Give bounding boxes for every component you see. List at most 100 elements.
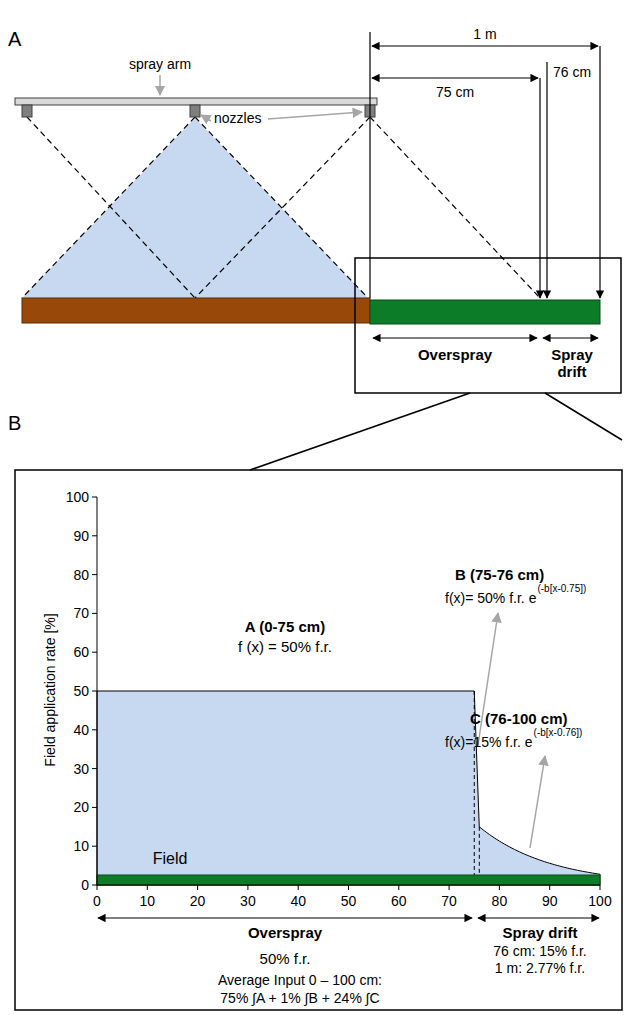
axis-tick: 100	[66, 489, 89, 505]
dimension-lines	[370, 32, 600, 338]
tick-mark	[298, 885, 299, 890]
tick-mark	[398, 885, 399, 890]
axis-tick: 50	[341, 893, 357, 909]
drawing-part	[599, 46, 600, 298]
tick-mark	[600, 885, 601, 890]
application-area	[97, 691, 600, 885]
axis-tick: 0	[81, 877, 89, 893]
zoom-frame	[355, 258, 621, 393]
drawing-part	[539, 78, 540, 298]
field-strip	[97, 875, 600, 885]
axis-tick: 90	[542, 893, 558, 909]
drawing-part	[370, 117, 540, 298]
tick-mark	[92, 535, 97, 536]
axis-tick: 30	[240, 893, 256, 909]
dimension-label: 76 cm	[553, 64, 591, 80]
axis-tick: 80	[492, 893, 508, 909]
axis-tick: 70	[73, 605, 89, 621]
axis-tick: 10	[73, 838, 89, 854]
axis-tick: 20	[73, 799, 89, 815]
region-label: C (76-100 cm)	[470, 710, 568, 727]
axes	[92, 497, 600, 890]
axis-tick: 80	[73, 567, 89, 583]
nozzle	[190, 105, 200, 117]
region-label: A (0-75 cm)	[245, 618, 325, 635]
drawing-part	[543, 337, 598, 338]
dimension-label: 1 m	[473, 26, 496, 42]
axis-tick: 40	[290, 893, 306, 909]
note: 76 cm: 15% f.r.	[493, 943, 586, 959]
zoom-lines	[250, 393, 622, 470]
tick-mark	[92, 846, 97, 847]
tick-mark	[92, 613, 97, 614]
formula-exponent: (-b[x-0.76])	[534, 727, 583, 739]
tick-mark	[92, 497, 97, 498]
drawing-part	[546, 62, 547, 298]
region-label: Spray drift	[546, 346, 598, 381]
drawing-part	[201, 115, 211, 121]
field-margin	[370, 300, 600, 324]
tick-mark	[92, 729, 97, 730]
drawing-part	[372, 77, 538, 78]
application-area-shape	[97, 691, 600, 885]
axis-tick: 0	[93, 893, 101, 909]
tick-mark	[97, 885, 98, 890]
drawing-part	[530, 756, 545, 848]
formula-exponent: (-b[x-0.75])	[537, 583, 586, 595]
drawing-part	[373, 337, 537, 338]
formula: f(x)= 50% f.r. e	[445, 590, 536, 606]
panel-letter: B	[8, 412, 21, 435]
formula: f (x) = 50% f.r.	[238, 638, 332, 655]
drawing-part	[159, 75, 161, 95]
tick-mark	[92, 691, 97, 692]
axis-tick: 20	[190, 893, 206, 909]
drawing-part	[22, 117, 195, 298]
tick-mark	[92, 574, 97, 575]
axis-tick: 10	[140, 893, 156, 909]
field-soil	[22, 298, 370, 323]
range-arrows	[98, 917, 599, 918]
dimension-label: 75 cm	[436, 84, 474, 100]
part-label: spray arm	[129, 56, 191, 72]
tick-mark	[549, 885, 550, 890]
nozzle	[22, 105, 32, 117]
tick-mark	[92, 652, 97, 653]
drawing-part	[478, 917, 599, 918]
tick-mark	[197, 885, 198, 890]
axis-tick: 60	[391, 893, 407, 909]
region-label: Spray drift	[502, 924, 577, 941]
region-label: Overspray	[418, 346, 492, 363]
axis-tick: 100	[588, 893, 611, 909]
spray-arm	[15, 98, 377, 105]
region-label: B (75-76 cm)	[455, 566, 544, 583]
axis-tick: 60	[73, 644, 89, 660]
part-label: nozzles	[214, 110, 261, 126]
tick-mark	[348, 885, 349, 890]
axis-tick: 50	[73, 683, 89, 699]
tick-mark	[449, 885, 450, 890]
drawing-part	[250, 393, 470, 470]
axis-title: Field application rate [%]	[42, 613, 58, 766]
panel-a	[15, 32, 622, 470]
drawing-part	[98, 917, 472, 918]
axis-tick: 70	[441, 893, 457, 909]
formula: f(x)=15% f.r. e	[445, 734, 533, 750]
axis-tick: 30	[73, 761, 89, 777]
note: 50% f.r.	[260, 950, 311, 967]
drawing-part	[545, 393, 622, 440]
region-label: Overspray	[248, 924, 322, 941]
tick-mark	[147, 885, 148, 890]
note: 1 m: 2.77% f.r.	[495, 960, 585, 976]
drawing-part	[268, 112, 362, 119]
drawing-part	[195, 117, 370, 298]
axis-tick: 40	[73, 722, 89, 738]
panel-letter: A	[8, 28, 21, 51]
axis-tick: 90	[73, 528, 89, 544]
formula: 75% ∫A + 1% ∫B + 24% ∫C	[220, 990, 379, 1006]
panel-b	[15, 470, 622, 1010]
tick-mark	[247, 885, 248, 890]
tick-mark	[92, 885, 97, 886]
tick-mark	[92, 768, 97, 769]
